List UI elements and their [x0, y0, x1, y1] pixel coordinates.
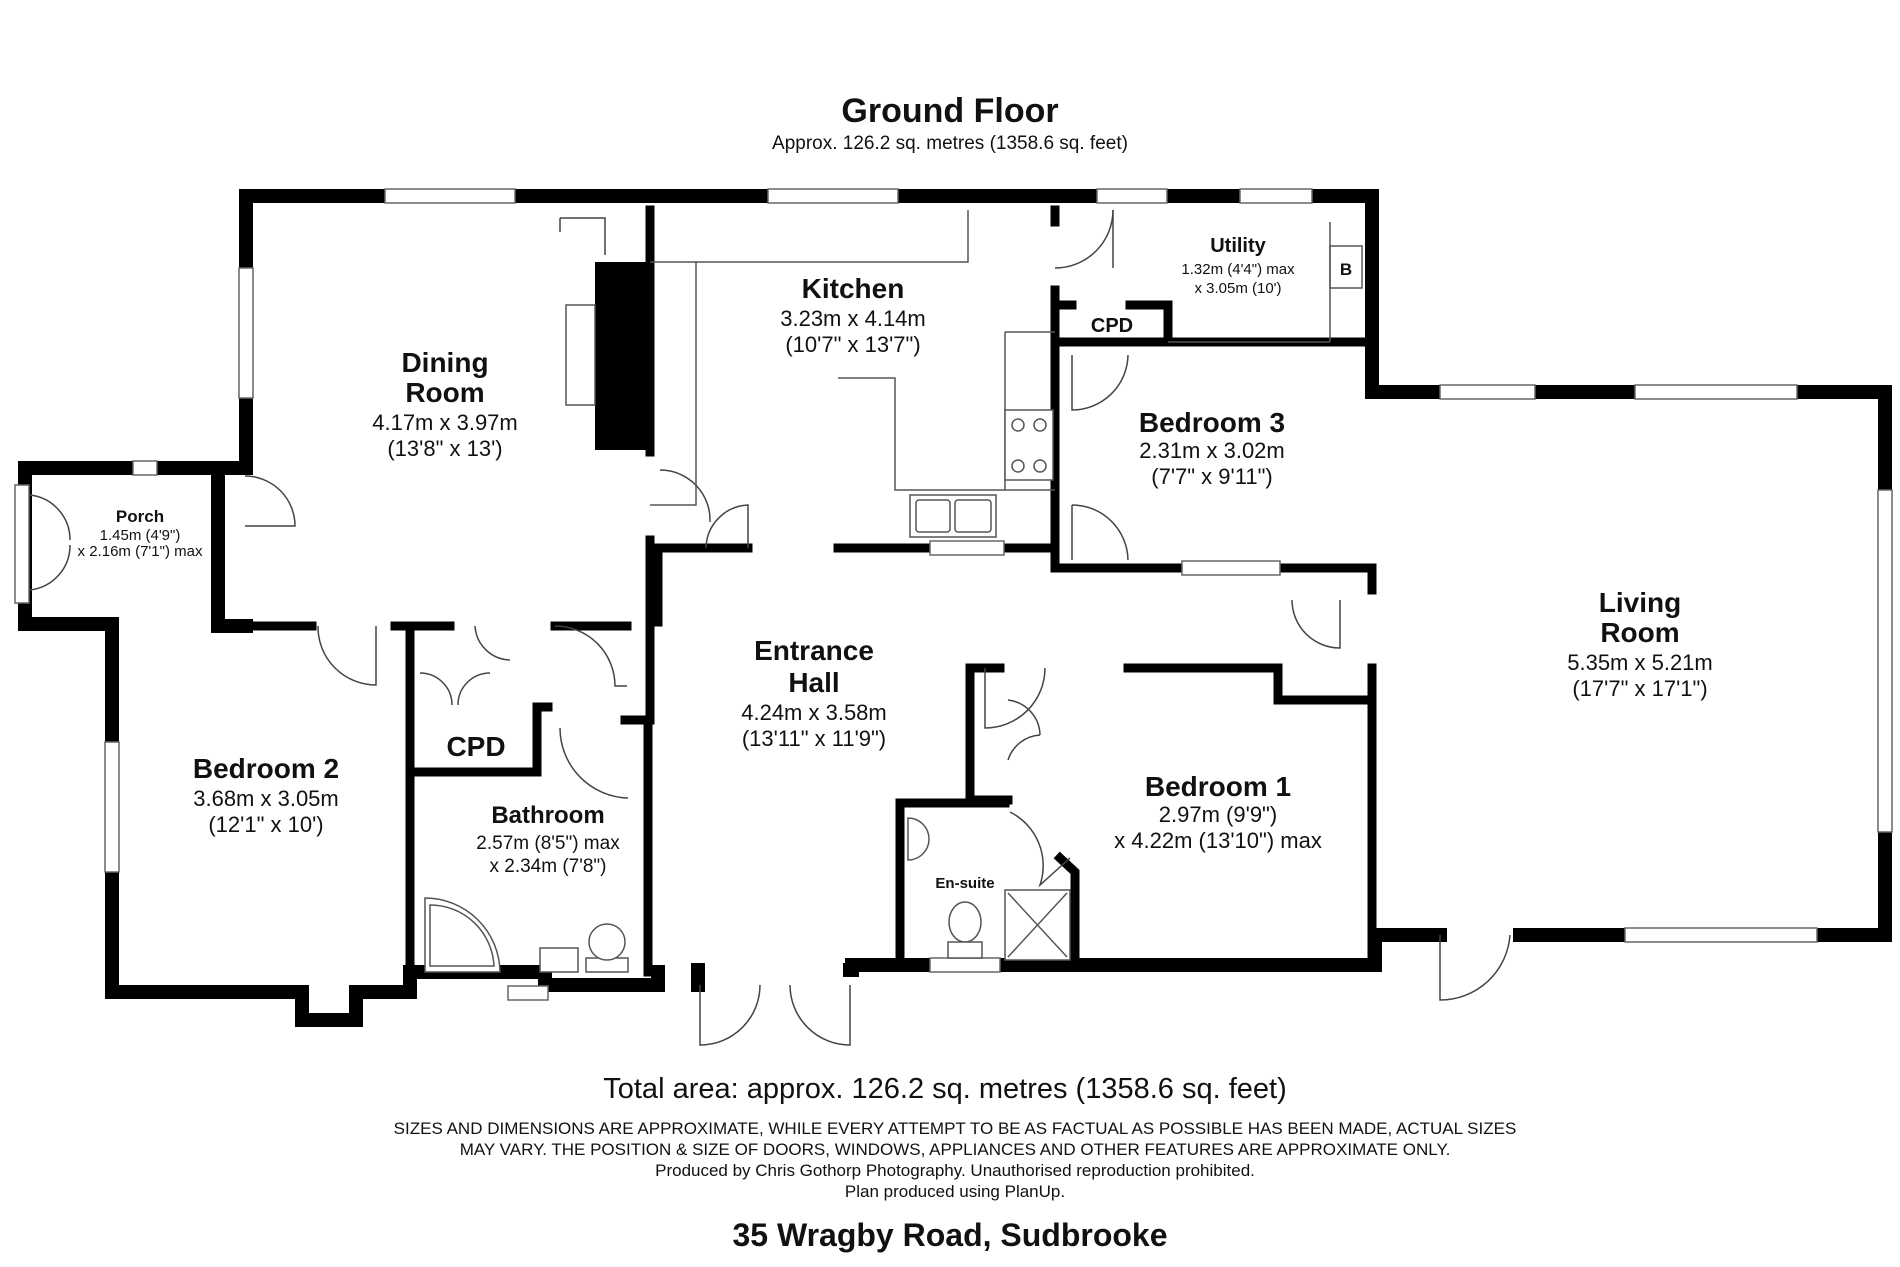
property-address: 35 Wragby Road, Sudbrooke — [732, 1217, 1167, 1253]
room-dim-metric: 5.35m x 5.21m — [1567, 650, 1713, 675]
window-kitchen-sink — [929, 540, 1005, 556]
room-dim-line1: 1.32m (4'4") max — [1181, 261, 1295, 278]
room-dim-imperial: (17'7" x 17'1") — [1572, 676, 1707, 701]
room-name: Bathroom — [491, 802, 604, 829]
window-porch-side — [14, 484, 30, 604]
room-bedroom3: Bedroom 3 2.31m x 3.02m (7'7" x 9'11") — [1139, 407, 1285, 489]
room-bedroom1: Bedroom 1 2.97m (9'9") x 4.22m (13'10") … — [1114, 771, 1322, 853]
hob-icon — [1004, 409, 1054, 481]
room-dim-imperial: (13'8" x 13') — [387, 436, 502, 461]
plan-subtitle: Approx. 126.2 sq. metres (1358.6 sq. fee… — [772, 133, 1128, 154]
room-dim-metric: 2.31m x 3.02m — [1139, 438, 1285, 463]
room-dim-line1: 1.45m (4'9") — [100, 527, 181, 544]
room-name: Bedroom 2 — [193, 753, 339, 784]
window-living-bottom — [1624, 927, 1818, 943]
room-cpd-lower: CPD — [446, 731, 505, 762]
room-name: Kitchen — [802, 273, 905, 304]
room-name: Entrance — [754, 635, 874, 666]
room-dim-imperial: (7'7" x 9'11") — [1151, 464, 1272, 489]
plan-title: Ground Floor — [841, 92, 1058, 130]
window-dining-side — [238, 267, 254, 399]
room-dim-line2: x 3.05m (10') — [1194, 280, 1281, 297]
room-porch: Porch 1.45m (4'9") x 2.16m (7'1") max — [78, 507, 203, 560]
fixtures: B — [424, 210, 1363, 973]
window-bathroom-bottom — [507, 985, 549, 1001]
window-utility-top-2 — [1239, 188, 1313, 204]
room-name: Living — [1599, 587, 1681, 618]
window-bedroom3-bottom — [1181, 560, 1281, 576]
window-living-side — [1877, 489, 1893, 833]
window-kitchen-top — [767, 188, 899, 204]
room-ensuite: En-suite — [935, 875, 994, 892]
window-living-top-2 — [1634, 384, 1798, 400]
boiler-label: B — [1340, 260, 1352, 279]
room-dim-line1: 2.97m (9'9") — [1159, 802, 1277, 827]
room-dim-metric: 4.24m x 3.58m — [741, 700, 887, 725]
bathroom-basin-icon — [539, 947, 579, 973]
room-kitchen: Kitchen 3.23m x 4.14m (10'7" x 13'7") — [780, 273, 926, 357]
room-dim-metric: 3.68m x 3.05m — [193, 786, 339, 811]
window-bedroom2-side — [104, 741, 120, 873]
room-name: Room — [405, 377, 484, 408]
credit-line2: Plan produced using PlanUp. — [845, 1182, 1065, 1201]
room-bathroom: Bathroom 2.57m (8'5") max x 2.34m (7'8") — [476, 802, 620, 877]
room-bedroom2: Bedroom 2 3.68m x 3.05m (12'1" x 10') — [193, 753, 339, 837]
room-dim-line2: x 4.22m (13'10") max — [1114, 828, 1322, 853]
room-name: Porch — [116, 507, 164, 526]
window-living-top-1 — [1439, 384, 1536, 400]
room-name: Bedroom 1 — [1145, 771, 1291, 802]
room-name: Hall — [788, 667, 839, 698]
windows — [14, 188, 1893, 1001]
disclaimer-line2: MAY VARY. THE POSITION & SIZE OF DOORS, … — [460, 1140, 1451, 1159]
window-ensuite-bottom — [929, 957, 1001, 973]
room-dim-line2: x 2.34m (7'8") — [489, 856, 606, 877]
disclaimer-line1: SIZES AND DIMENSIONS ARE APPROXIMATE, WH… — [394, 1119, 1517, 1138]
room-cpd-upper: CPD — [1091, 315, 1133, 337]
room-name: Utility — [1210, 235, 1266, 257]
doors — [29, 209, 1511, 1046]
room-dim-metric: 3.23m x 4.14m — [780, 306, 926, 331]
ensuite-basin-icon — [907, 817, 930, 861]
interior-walls — [241, 205, 1377, 977]
room-dining: Dining Room 4.17m x 3.97m (13'8" x 13') — [372, 347, 518, 461]
total-area: Total area: approx. 126.2 sq. metres (13… — [603, 1073, 1287, 1105]
room-living: Living Room 5.35m x 5.21m (17'7" x 17'1"… — [1567, 587, 1713, 701]
room-dim-line1: 2.57m (8'5") max — [476, 833, 620, 854]
window-utility-top-1 — [1096, 188, 1168, 204]
room-utility: Utility 1.32m (4'4") max x 3.05m (10') — [1181, 235, 1295, 297]
room-hall: Entrance Hall 4.24m x 3.58m (13'11" x 11… — [741, 635, 887, 751]
ensuite-toilet-icon — [948, 901, 982, 943]
room-dim-metric: 4.17m x 3.97m — [372, 410, 518, 435]
room-name: Dining — [401, 347, 488, 378]
credit-line1: Produced by Chris Gothorp Photography. U… — [655, 1161, 1255, 1180]
window-porch-top — [132, 460, 158, 476]
room-dim-imperial: (12'1" x 10') — [208, 812, 323, 837]
room-dim-line2: x 2.16m (7'1") max — [78, 543, 203, 560]
room-dim-imperial: (10'7" x 13'7") — [785, 332, 920, 357]
room-name: Room — [1600, 617, 1679, 648]
room-dim-imperial: (13'11" x 11'9") — [742, 726, 886, 751]
room-name: Bedroom 3 — [1139, 407, 1285, 438]
window-dining-top — [384, 188, 516, 204]
